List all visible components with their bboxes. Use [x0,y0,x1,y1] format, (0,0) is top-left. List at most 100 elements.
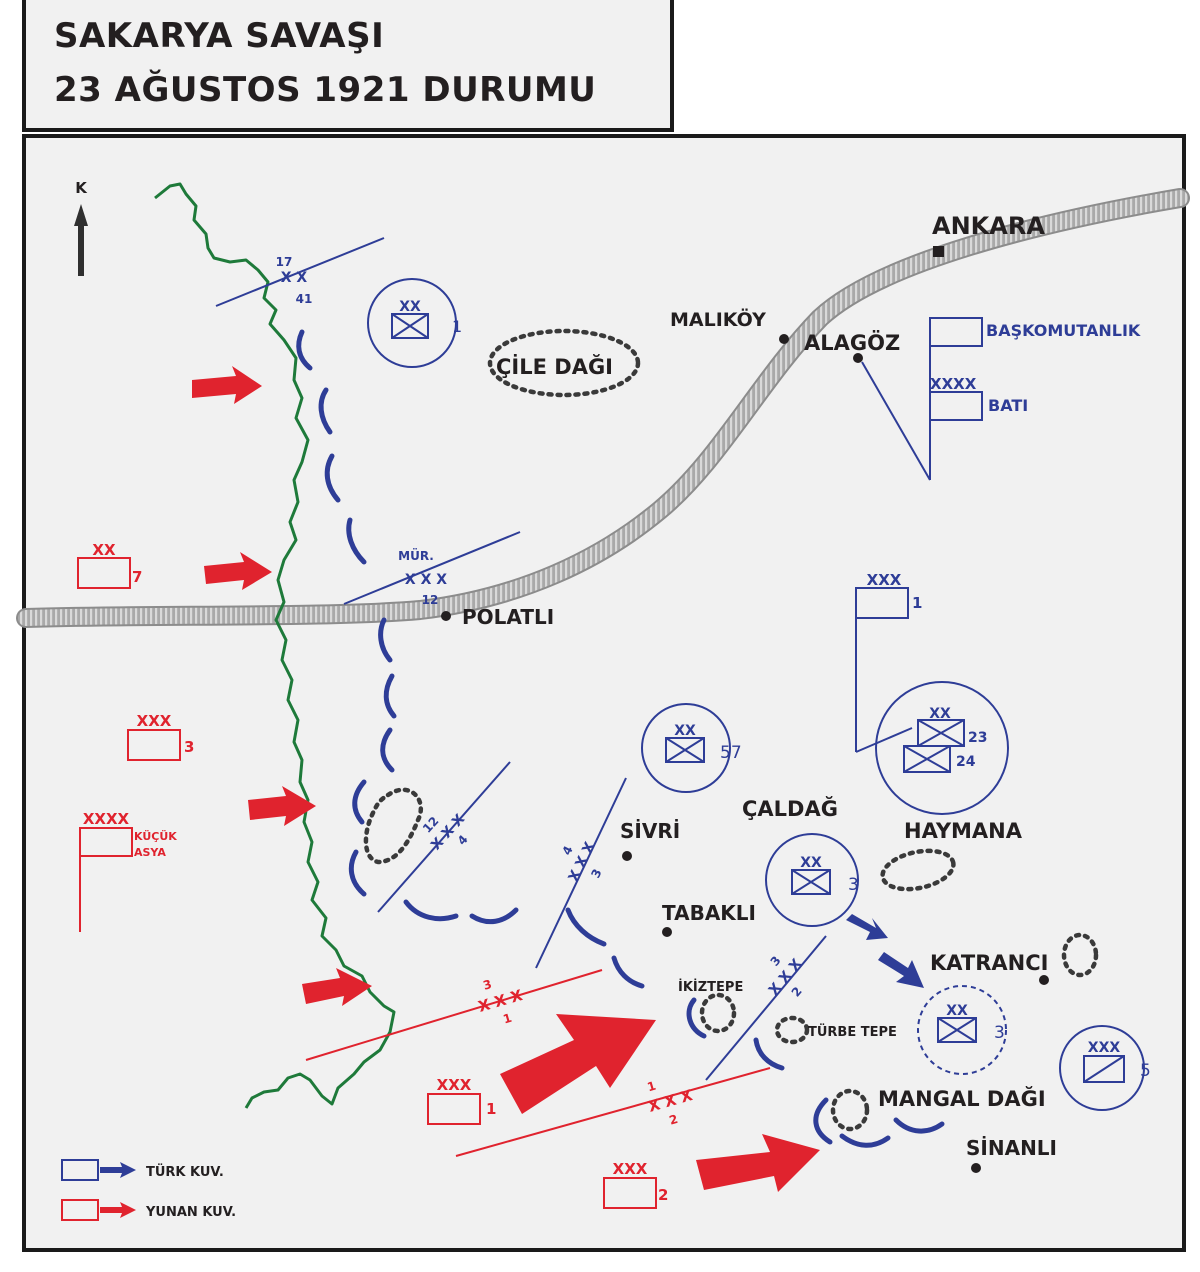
greek-corps-3-symbol [127,729,181,761]
greek-boundary-1-2-line [455,1067,771,1157]
greek-corps-3: XXX 3 [127,712,194,761]
boundary-4-3-top: 4 [559,844,575,858]
boundary-17-41-top: 17 [276,255,293,269]
infantry-cross-icon [665,737,705,763]
boundary-3-2: 3 X X X 2 [766,953,805,999]
compass-label: K [75,179,88,197]
turkish-move-arrow-1 [846,914,888,940]
corps-5-echelon: XXX [1088,1040,1121,1056]
boundary-mur-12: MÜR. X X X 12 [398,548,447,607]
corps-1-link-line [855,727,913,753]
infantry-cross-icon [791,869,831,895]
boundary-4-3-bottom: 3 [588,867,604,881]
bati-echelon: XXXX [930,375,977,393]
legend-turkish-label: TÜRK KUV. [146,1164,224,1180]
haymana-label: HAYMANA [904,819,1023,843]
map-subtitle-date: 23 AĞUSTOS 1921 DURUMU [54,70,597,110]
cile-dagi-label: ÇİLE DAĞI [496,354,613,379]
greek-corps-1-symbol [427,1093,481,1125]
boundary-mur-12-line [343,531,521,605]
baskomutanlik-label: BAŞKOMUTANLIK [986,321,1141,340]
greek-boundary-3-1-line [305,969,603,1061]
sinanli-label: SİNANLI [966,1136,1057,1160]
north-arrow: K [74,179,88,276]
ankara-marker [933,246,944,257]
boundary-17-41-bottom: 41 [296,292,313,306]
sakarya-river [154,182,396,1109]
ikiztepe-label: İKİZTEPE [678,979,743,995]
turkish-division-3-katranci: XX 3 [917,985,1007,1075]
polatli-dot [441,611,451,621]
turkish-division-1: XX 1 [367,278,462,368]
division-57-ring [641,703,731,793]
greek-corps-2: XXX 2 [603,1160,668,1209]
greek-boundary-1-2-bottom: 2 [668,1112,680,1128]
polatli-label: POLATLI [462,605,554,629]
division-3-katranci-ring [917,985,1007,1075]
malikoy-dot [779,334,789,344]
corps-1-echelon: XXX [867,571,902,589]
greek-boundary-3-1-top: 3 [481,977,493,993]
cavalry-slash-icon [1083,1055,1125,1083]
greek-attack-arrow-south [696,1134,820,1192]
turkish-division-23-24: XX 23 24 [875,681,1009,815]
division-3-katranci-infantry-symbol [937,1017,977,1043]
baskomutanlik-hq-symbol [929,317,983,347]
division-23-24-ring [875,681,1009,815]
greek-corps-2-number: 2 [658,1186,668,1204]
railway-line [16,188,1190,628]
infantry-cross-icon [917,719,965,747]
infantry-cross-icon [937,1017,977,1043]
map-title-box: SAKARYA SAVAŞI 23 AĞUSTOS 1921 DURUMU [22,0,674,132]
division-1-infantry-symbol [391,313,429,339]
map-title: SAKARYA SAVAŞI [54,16,385,56]
alagoz-label: ALAGÖZ [804,330,900,355]
greek-boundary-3-1-bottom: 1 [501,1011,513,1027]
corps-1-number: 1 [912,594,922,612]
turkish-corps-5: XXX 5 [1059,1025,1151,1111]
boundary-3-2-line [705,935,827,1081]
boundary-12-4: 12 X X X 4 [420,811,471,853]
infantry-cross-icon [391,313,429,339]
division-3-caldag-ring [765,833,859,927]
katranci-label: KATRANCI [930,951,1048,975]
boundary-mur-12-echelon: X X X [405,572,447,588]
turbe-tepe-label: TÜRBE TEPE [808,1024,897,1040]
boundary-17-41-line [215,237,385,307]
infantry-cross-icon [903,745,951,773]
legend-turkish-arrow-icon [100,1162,136,1178]
greek-boundary-3-1: 3 X X X 1 [476,977,525,1027]
greek-army-name-line1: KÜÇÜK [134,829,177,843]
division-3-caldag-number: 3 [848,875,859,895]
greek-attack-arrow-3 [248,786,316,826]
greek-attack-arrow-main [500,1014,656,1114]
corps-5-cavalry-symbol [1083,1055,1125,1083]
turkish-corps-1: XXX 1 [855,571,922,753]
bati-label: BATI [988,396,1028,415]
greek-corps-1-number: 1 [486,1100,496,1118]
sivri-west-hill [363,787,424,865]
greek-corps-1: XXX 1 [427,1076,496,1125]
ikiztepe-hill [699,992,737,1034]
division-23-24-echelon: XX [929,706,951,722]
greek-division-7: XX 7 [77,541,142,589]
greek-army-echelon: XXXX [83,810,130,828]
bati-hq-symbol [929,391,983,421]
division-1-echelon: XX [399,299,421,315]
division-1-number: 1 [452,317,462,336]
division-24-number: 24 [956,754,976,770]
greek-army-kucuk-asya: XXXX KÜÇÜK ASYA [79,810,177,932]
legend-greek-arrow-icon [100,1202,136,1218]
greek-corps-1-echelon: XXX [437,1076,472,1094]
malikoy-label: MALIKÖY [670,307,766,331]
sivri-label: SİVRİ [620,819,680,843]
turkish-front-line [296,329,945,1148]
greek-division-7-number: 7 [132,568,142,586]
division-3-caldag-infantry-symbol [791,869,831,895]
division-57-infantry-symbol [665,737,705,763]
tabakli-dot [662,927,672,937]
greek-corps-2-symbol [603,1177,657,1209]
boundary-mur-12-bottom: 12 [422,593,439,607]
boundary-4-3: 4 X X X 3 [559,839,604,884]
